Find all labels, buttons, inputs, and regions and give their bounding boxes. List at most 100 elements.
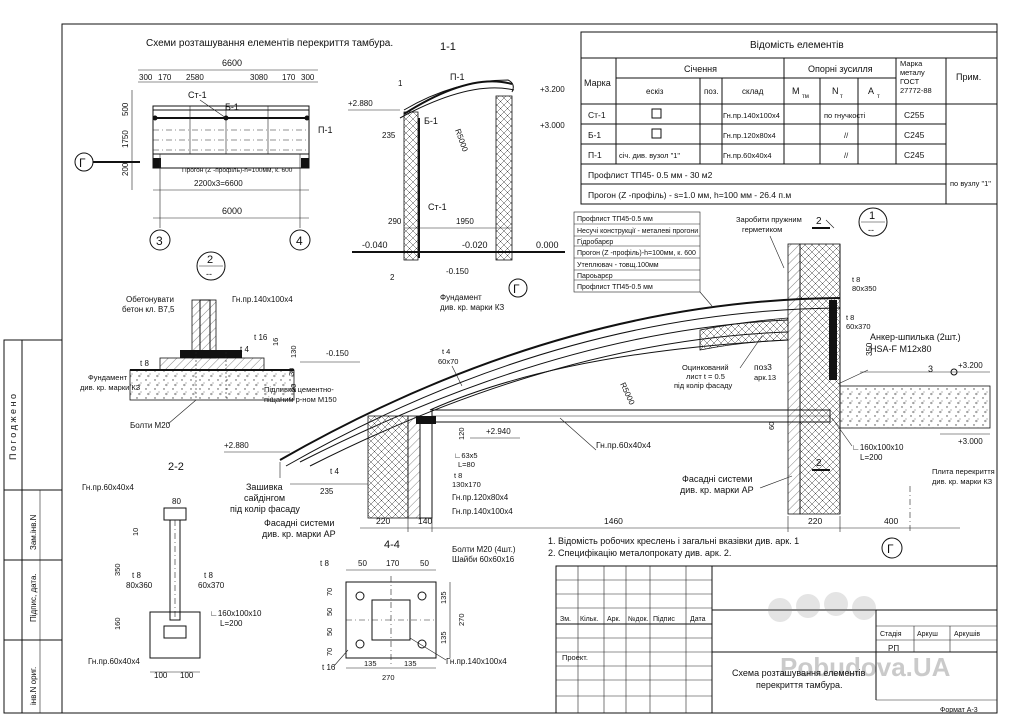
spec-col-n: N xyxy=(832,86,839,96)
node-1-detail: 1 -- Профлист ТП45-0.5 мм Несучі констру… xyxy=(224,207,995,559)
plan-dim-left-2: 1750 xyxy=(121,130,130,148)
tb-col-kilk: Кільк. xyxy=(580,615,598,623)
helmet-icon xyxy=(824,592,848,616)
node2-sub: -- xyxy=(206,269,212,279)
node1-label-2a: 2 xyxy=(816,216,822,227)
section44-t16: t 16 xyxy=(322,663,336,672)
node1-dim-1460: 1460 xyxy=(604,516,623,526)
section44-dim-left-1: 70 xyxy=(325,588,334,596)
node1-dim-350: 350 xyxy=(865,342,874,356)
spec-col-pos: поз. xyxy=(704,87,719,96)
plan-dim-left-3: 200 xyxy=(121,162,130,176)
spec-purlin-row: Прогон (Z -профіль) - s=1.0 мм, h=100 мм… xyxy=(588,190,791,200)
section44-dim-left-3: 50 xyxy=(325,628,334,636)
section22-prof-60-bot: Гн.пр.60х40х4 xyxy=(88,657,140,666)
spec-row-2-steel: С245 xyxy=(904,130,925,140)
tb-col-ark: Арк. xyxy=(607,616,621,623)
title-block: Зм. Кільк. Арк. №док. Підпис Дата Стадія… xyxy=(555,565,998,714)
note-2: 2. Специфікацію металопрокату див. арк. … xyxy=(548,548,731,558)
section11-dim-290: 290 xyxy=(388,217,402,226)
tb-sheet-label: Аркуш xyxy=(917,631,938,638)
section44-dim-bot-2: 135 xyxy=(404,659,417,668)
node1-prof-120: Гн.пр.120х80х4 xyxy=(452,493,509,502)
section11-label-b1: Б-1 xyxy=(424,116,438,126)
node2-bolts: Болти М20 xyxy=(130,421,171,430)
spec-row-3-steel: С245 xyxy=(904,150,925,160)
node1-dim-235: 235 xyxy=(320,487,334,496)
spec-col-a-sub: т xyxy=(877,94,880,100)
node2-mark-m0150: -0.150 xyxy=(326,349,349,358)
node1-dim-120: 120 xyxy=(457,427,466,440)
section11-mark-m0150: -0.150 xyxy=(446,267,469,276)
spec-profile-row: Профлист ТП45- 0.5 мм - 30 м2 xyxy=(588,170,713,180)
section11-radius: R5000 xyxy=(453,128,470,154)
node1-layer-1: Профлист ТП45-0.5 мм xyxy=(577,216,653,223)
section22-dim-100a: 100 xyxy=(154,671,168,680)
node1-layer-7: Профлист ТП45-0.5 мм xyxy=(577,284,653,291)
plan-label-st1: Ст-1 xyxy=(188,90,207,100)
spec-row-2-mark: Б-1 xyxy=(588,130,601,140)
tb-sheets-label: Аркушів xyxy=(954,630,980,638)
spec-col-section: Січення xyxy=(684,64,717,74)
node2-t8: t 8 xyxy=(140,359,149,368)
node1-layer-2: Несучі конструкції - металеві прогони xyxy=(577,227,698,235)
node1-dim-220b: 220 xyxy=(808,516,822,526)
section44-dim-bot-1: 135 xyxy=(364,659,377,668)
tb-col-ndok: №док. xyxy=(628,616,649,623)
section22-dim-100b: 100 xyxy=(180,671,194,680)
section11-mark-2880: +2.880 xyxy=(348,99,373,108)
node1-layer-5: Утеплювач - товщ.100мм xyxy=(577,262,659,269)
node2-grout: Підливка цементно-піщаним р-ном М150 xyxy=(264,385,337,404)
spec-col-comp: склад xyxy=(742,87,764,96)
plan-dim-top-4: 3080 xyxy=(250,73,268,82)
node1-t4: t 4 xyxy=(330,467,339,476)
plan-dim-left-1: 500 xyxy=(121,102,130,116)
plan-label-p1: П-1 xyxy=(318,125,332,135)
sheet-frame xyxy=(3,23,998,714)
node1-prof-140: Гн.пр.140х100х4 xyxy=(452,507,513,516)
spec-col-m-sub: тм xyxy=(802,94,809,100)
tb-stage-value: РП xyxy=(888,644,899,653)
node1-mark-3000: +3.000 xyxy=(958,437,983,446)
node2-dim-16: 16 xyxy=(271,338,280,346)
spec-col-a: А xyxy=(868,86,874,96)
spec-col-forces: Опорні зусилля xyxy=(808,64,873,74)
section44-title: 4-4 xyxy=(384,539,400,551)
node1-ark13: арк.13 xyxy=(754,373,776,382)
section11-title: 1-1 xyxy=(440,41,456,53)
margin-sign-date: Підпис, дата. xyxy=(29,573,38,622)
section44-dim-right-2: 135 xyxy=(439,631,448,644)
node2-t16: t 16 xyxy=(254,333,268,342)
node2-number: 2 xyxy=(207,254,213,266)
section44-t8: t 8 xyxy=(320,559,329,568)
section-1-1: 1-1 1 П-1 Б-1 Ст-1 +2.880 +3.200 +3.000 … xyxy=(348,41,565,312)
plan-purlin-note: Прогон (Z -профіль)-h=100мм, к. 600 xyxy=(182,166,293,174)
tb-project: Проект. xyxy=(562,653,588,662)
spec-row-2-forces: // xyxy=(844,131,849,140)
node1-dim-140: 140 xyxy=(418,516,432,526)
node1-layer-6: Пароьарєр xyxy=(577,273,613,280)
margin-inv-orig: інв.N ориг. xyxy=(29,667,38,705)
plan-gamma-label: Г xyxy=(79,156,86,170)
spec-col-mark: Марка xyxy=(584,78,611,88)
plan-title: Схеми розташування елементів перекриття … xyxy=(146,37,393,49)
section11-dim-235: 235 xyxy=(382,131,396,140)
plan-dim-top-1: 300 xyxy=(139,73,153,82)
node2-t4: t 4 xyxy=(240,345,249,354)
margin-agreed: П о г о д ж е н о xyxy=(8,394,18,460)
watermark-text: Pobudova.UA xyxy=(780,652,951,682)
section11-label-2: 2 xyxy=(390,273,395,282)
helmet-icon xyxy=(796,594,820,618)
spec-row-1-forces: по гнучкості xyxy=(824,111,866,120)
